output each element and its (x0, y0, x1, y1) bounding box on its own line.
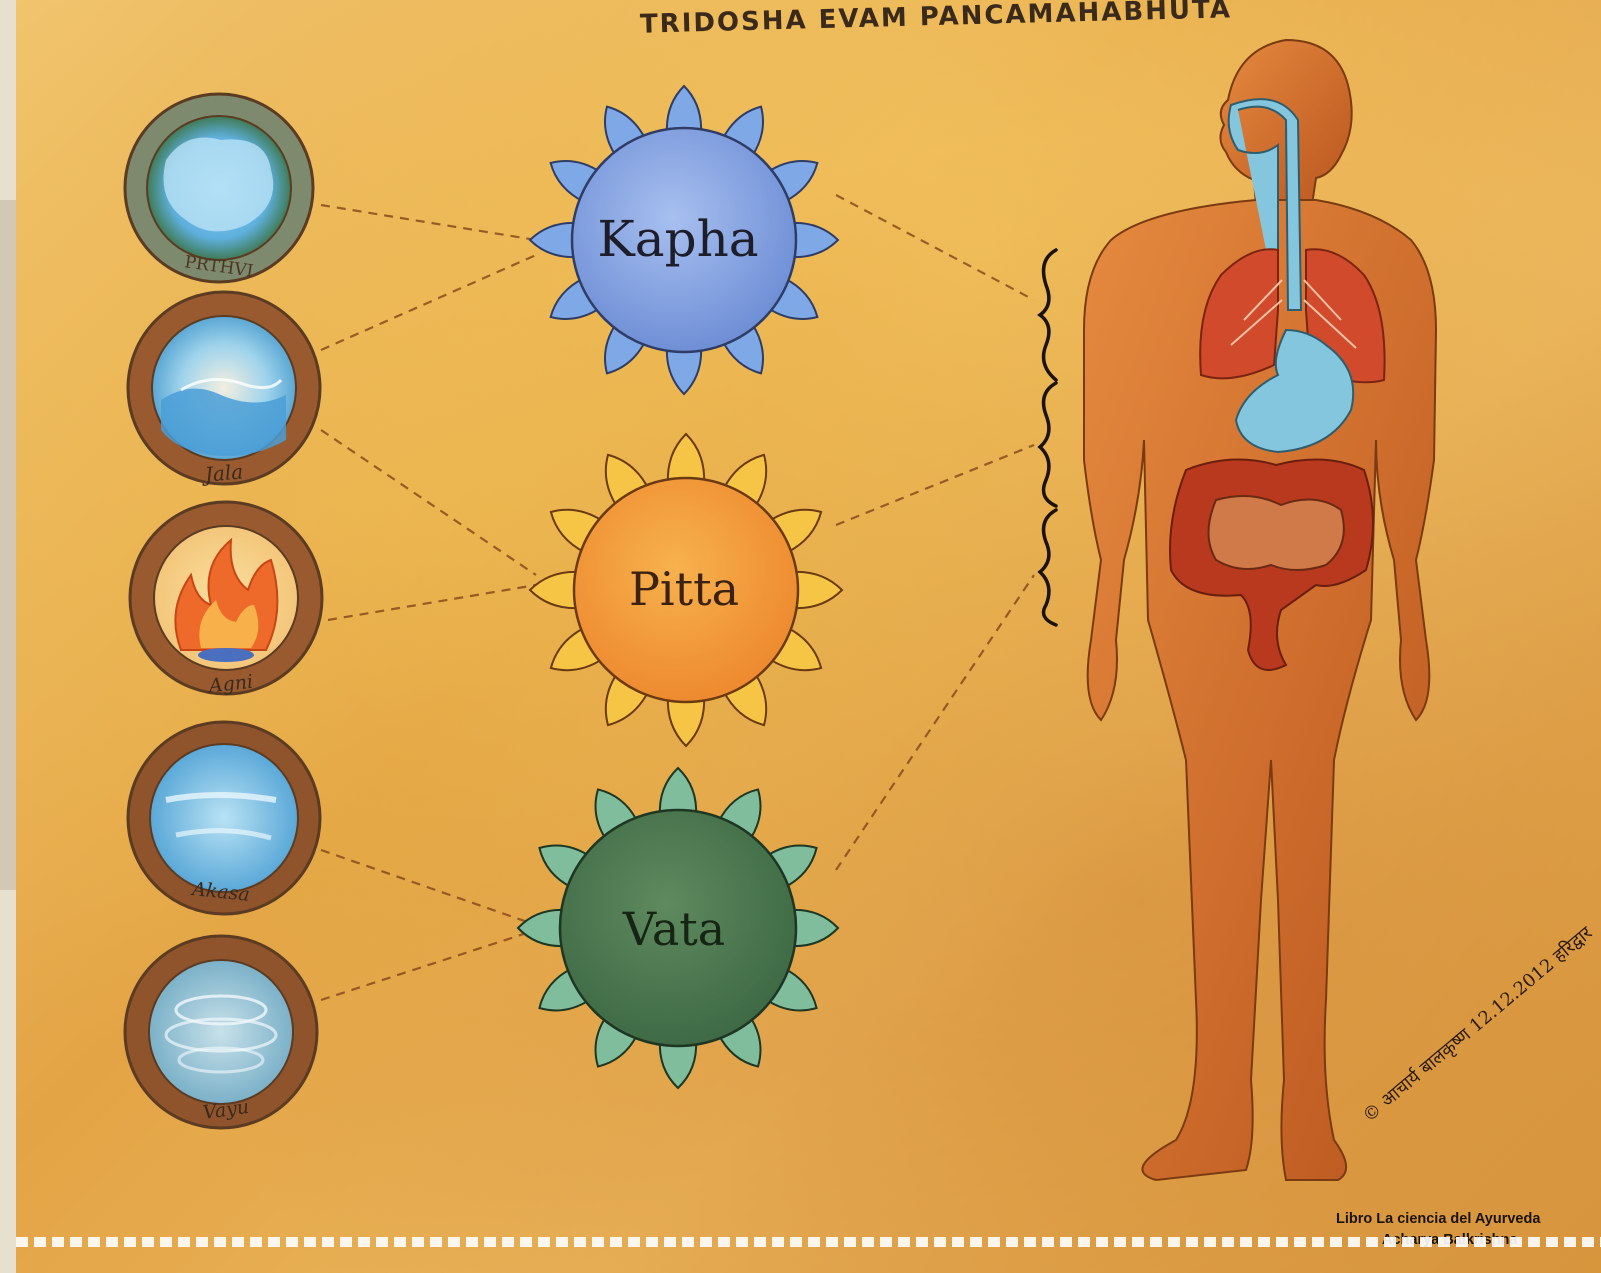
element-jala: Jala (128, 292, 320, 487)
element-label: Agni (206, 671, 254, 698)
pitta-petal (668, 434, 704, 484)
left-background-strip (0, 0, 16, 1273)
connector-agni-pitta (328, 585, 536, 620)
element-vayu: Vayu (125, 936, 317, 1128)
connector-kapha-body (836, 195, 1034, 300)
element-akasa: Akasa (128, 722, 320, 914)
connector-jala-kapha (321, 255, 536, 350)
dosha-kapha: Kapha (530, 86, 838, 394)
poster-illustration: TRIDOSHA EVAM PANCAMAHABHUTA (16, 0, 1601, 1273)
dosha-pitta: Pitta (530, 434, 842, 746)
element-agni: Agni (130, 502, 322, 697)
dosha-vata: Vata (518, 768, 838, 1088)
brace-upper (1040, 250, 1056, 380)
brace-lower (1040, 510, 1056, 625)
left-strip-band (0, 200, 16, 890)
fire-base (198, 648, 254, 662)
kapha-label: Kapha (597, 210, 758, 268)
connector-prthvi-kapha (321, 205, 536, 240)
pitta-petal (792, 572, 842, 608)
connector-pitta-body (836, 445, 1034, 525)
element-label: Jala (200, 459, 244, 487)
connector-vata-body (836, 575, 1034, 870)
element-prthvi: PRTHVI (125, 94, 313, 282)
connector-akasa-vata (321, 850, 536, 925)
element-ring-inner (150, 744, 298, 892)
connector-jala-pitta (321, 430, 536, 575)
body-region-braces (1040, 250, 1056, 625)
connector-vayu-vata (321, 930, 536, 1000)
pitta-petal (530, 572, 580, 608)
pitta-petal (668, 696, 704, 746)
illustration-canvas: PRTHVI Jala Agni Akasa (16, 0, 1601, 1273)
element-ring-inner (149, 960, 293, 1104)
pitta-label: Pitta (629, 562, 739, 616)
vata-label: Vata (622, 902, 725, 956)
bottom-dashed-border (16, 1237, 1601, 1247)
human-figure (1084, 40, 1436, 1180)
credit-book-title: Libro La ciencia del Ayurveda (1336, 1211, 1596, 1233)
small-intestine (1209, 496, 1344, 570)
brace-middle (1040, 383, 1056, 506)
